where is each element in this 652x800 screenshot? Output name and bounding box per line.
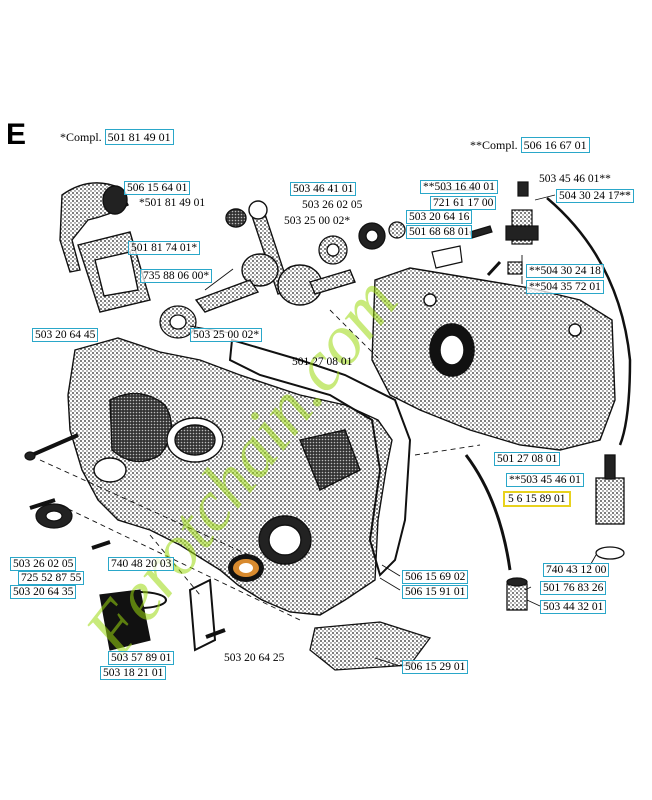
compl-left-note: *Compl. 501 81 49 01 [60,129,174,145]
part-label[interactable]: **503 45 46 01 [506,473,584,487]
part-label[interactable]: 503 20 64 45 [32,328,99,342]
part-label[interactable]: 503 25 00 02* [284,215,351,227]
part-label[interactable]: 740 48 20 03 [108,557,175,571]
part-label[interactable]: 503 25 00 02* [190,328,263,342]
part-label[interactable]: 506 15 29 01 [402,660,469,674]
compl-right-note: **Compl. 506 16 67 01 [470,137,590,153]
part-label[interactable]: 503 20 64 16 [406,210,473,224]
part-label[interactable]: 721 61 17 00 [430,196,497,210]
part-label[interactable]: 501 68 68 01 [406,225,473,239]
crankshaft-assembly [194,200,356,313]
crankshaft-seal-ring [228,554,264,582]
fuel-filter [464,454,625,611]
compl-left-number[interactable]: 501 81 49 01 [104,129,174,145]
compl-right-number[interactable]: 506 16 67 01 [520,137,590,153]
crankcase-gasket [228,338,412,577]
left-crankcase-half [67,337,393,616]
part-label[interactable]: *501 81 49 01 [139,197,206,209]
part-label[interactable]: 504 30 24 17** [556,189,634,203]
right-crankcase-half [371,267,616,451]
part-label[interactable]: 503 18 21 01 [100,666,167,680]
leader-lines [39,309,481,621]
part-label[interactable]: **504 30 24 18 [526,264,604,278]
part-label[interactable]: 503 26 02 05 [10,557,77,571]
oil-pump-parts [431,181,539,277]
part-label[interactable]: 735 88 06 00* [140,269,213,283]
part-label[interactable]: 506 15 91 01 [402,585,469,599]
part-label[interactable]: 503 20 64 25 [224,652,285,664]
part-label[interactable]: **503 16 40 01 [420,180,498,194]
section-letter: E [6,118,27,151]
part-label[interactable]: 501 27 08 01 [292,356,353,368]
part-label[interactable]: 503 44 32 01 [540,600,607,614]
compl-right-prefix: **Compl. [470,138,518,152]
part-label[interactable]: 503 57 89 01 [108,651,175,665]
part-label[interactable]: 503 45 46 01** [539,173,611,185]
oil-hose [546,197,632,446]
part-label[interactable]: 506 15 69 02 [402,570,469,584]
part-label[interactable]: 501 27 08 01 [494,452,561,466]
part-label[interactable]: 503 26 02 05 [302,199,363,211]
part-label[interactable]: **504 35 72 01 [526,280,604,294]
part-label[interactable]: 506 15 64 01 [124,181,191,195]
part-label[interactable]: 501 81 74 01* [128,241,201,255]
bearings [159,221,406,339]
part-label-highlighted[interactable]: 5 6 15 89 01 [503,491,571,507]
part-label[interactable]: 725 52 87 55 [18,571,85,585]
part-label[interactable]: 501 76 83 26 [540,581,607,595]
compl-left-prefix: *Compl. [60,130,102,144]
part-label[interactable]: 740 43 12 00 [543,563,610,577]
screws-and-washers [24,433,226,652]
part-label[interactable]: 503 20 64 35 [10,585,77,599]
part-label[interactable]: 503 46 41 01 [290,182,357,196]
